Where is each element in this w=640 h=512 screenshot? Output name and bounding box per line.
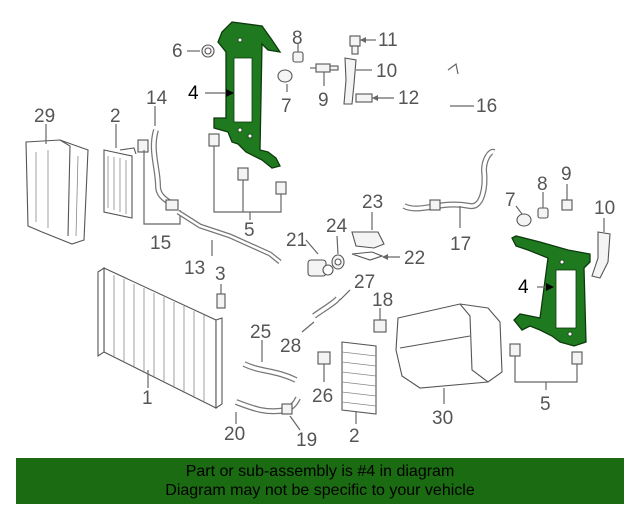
callout-5-right: 5 [540, 394, 551, 415]
arrow-4-right [546, 283, 554, 291]
callout-18: 18 [372, 290, 393, 311]
part-11-bolt[interactable] [349, 35, 376, 55]
callout-3: 3 [215, 264, 226, 285]
callout-8-right: 8 [537, 174, 548, 195]
notice-line-1: Part or sub-assembly is #4 in diagram [185, 463, 455, 480]
callout-23: 23 [362, 192, 383, 213]
arrow-4-left [226, 89, 234, 97]
callout-20: 20 [224, 424, 245, 445]
part-12-bolt[interactable] [355, 93, 394, 103]
part-7-grommet-right[interactable] [516, 213, 532, 227]
callout-13: 13 [184, 258, 205, 279]
part-10-bracket-right[interactable] [591, 231, 611, 279]
callout-8-top: 8 [292, 28, 303, 49]
leader-27 [339, 289, 351, 301]
callout-5-left: 5 [244, 220, 255, 241]
leader-19 [289, 415, 301, 431]
part-9-bolt-top[interactable] [315, 63, 339, 86]
part-10-bracket-top[interactable] [343, 57, 372, 105]
callout-24: 24 [326, 216, 348, 237]
part-19-hose[interactable] [234, 396, 301, 415]
callout-10-top: 10 [376, 61, 397, 82]
callout-12: 12 [398, 88, 419, 109]
notice-line-2: Diagram may not be specific to your vehi… [165, 482, 475, 499]
part-14-hose[interactable] [137, 129, 179, 211]
part-7-grommet-top[interactable] [277, 69, 293, 92]
notice-banner: Part or sub-assembly is #4 in diagram Di… [16, 458, 624, 504]
part-23-bracket-small[interactable] [351, 231, 385, 249]
leader-24 [336, 235, 339, 255]
callout-19: 19 [296, 430, 317, 451]
callout-16: 16 [476, 96, 497, 117]
part-9-bolt-right[interactable] [561, 199, 573, 211]
part-27-hose[interactable] [312, 296, 341, 319]
callout-2-left: 2 [110, 106, 121, 127]
callout-22: 22 [404, 248, 425, 269]
part-26-fitting[interactable] [317, 351, 331, 365]
callout-15: 15 [150, 233, 171, 254]
callout-9-right: 9 [561, 164, 572, 185]
callout-25: 25 [250, 322, 271, 343]
part-8-clip-right[interactable] [537, 207, 549, 219]
arrow-22 [382, 254, 388, 260]
callout-21: 21 [286, 230, 307, 251]
leader-7b [515, 205, 523, 215]
part-22-clip[interactable] [351, 251, 384, 261]
callout-9-top: 9 [318, 90, 329, 111]
exploded-parts-diagram: 4 4 6 8 7 11 10 9 12 16 29 2 14 5 15 13 … [25, 21, 615, 451]
part-13-pipe[interactable] [176, 209, 282, 264]
callout-29: 29 [34, 106, 55, 127]
callout-7-top: 7 [281, 96, 292, 117]
part-17-hose[interactable] [402, 148, 496, 212]
leader-5b-outer [514, 356, 578, 383]
part-24-seal[interactable] [331, 254, 345, 270]
part-18-fitting[interactable] [373, 319, 387, 333]
part-4-bracket-left[interactable] [213, 21, 282, 169]
callout-4-right: 4 [518, 277, 529, 298]
part-2-cooler-center[interactable] [341, 341, 377, 415]
callout-7-right: 7 [505, 190, 516, 211]
callout-27: 27 [354, 272, 375, 293]
callout-10-right: 10 [594, 198, 615, 219]
part-3-sensor[interactable] [216, 284, 226, 309]
part-6-grommet[interactable] [201, 44, 215, 58]
callout-11: 11 [378, 30, 398, 51]
part-30-air-duct[interactable] [395, 303, 503, 389]
callout-6: 6 [172, 41, 183, 62]
part-16-pipe[interactable] [432, 49, 468, 154]
callout-28: 28 [280, 336, 301, 357]
part-29-air-guide[interactable] [25, 139, 89, 245]
part-5-grommets-right[interactable] [509, 343, 583, 365]
leader-21 [305, 239, 319, 255]
callout-17: 17 [450, 234, 471, 255]
callout-14: 14 [146, 88, 168, 109]
leader-28 [301, 321, 315, 333]
part-4-bracket-right[interactable] [511, 235, 591, 347]
callout-2-center: 2 [349, 426, 360, 447]
callout-4-left: 4 [188, 83, 199, 104]
leader-5a-outer [213, 146, 282, 213]
part-21-valve[interactable] [307, 259, 334, 277]
part-25-hose[interactable] [242, 361, 298, 383]
callout-26: 26 [312, 386, 333, 407]
callout-30: 30 [432, 408, 453, 429]
callout-1: 1 [142, 388, 153, 409]
part-8-clip-top[interactable] [292, 44, 304, 63]
part-2-core-left[interactable] [103, 147, 137, 219]
leader-15 [143, 150, 181, 225]
part-1-radiator[interactable] [97, 266, 223, 410]
